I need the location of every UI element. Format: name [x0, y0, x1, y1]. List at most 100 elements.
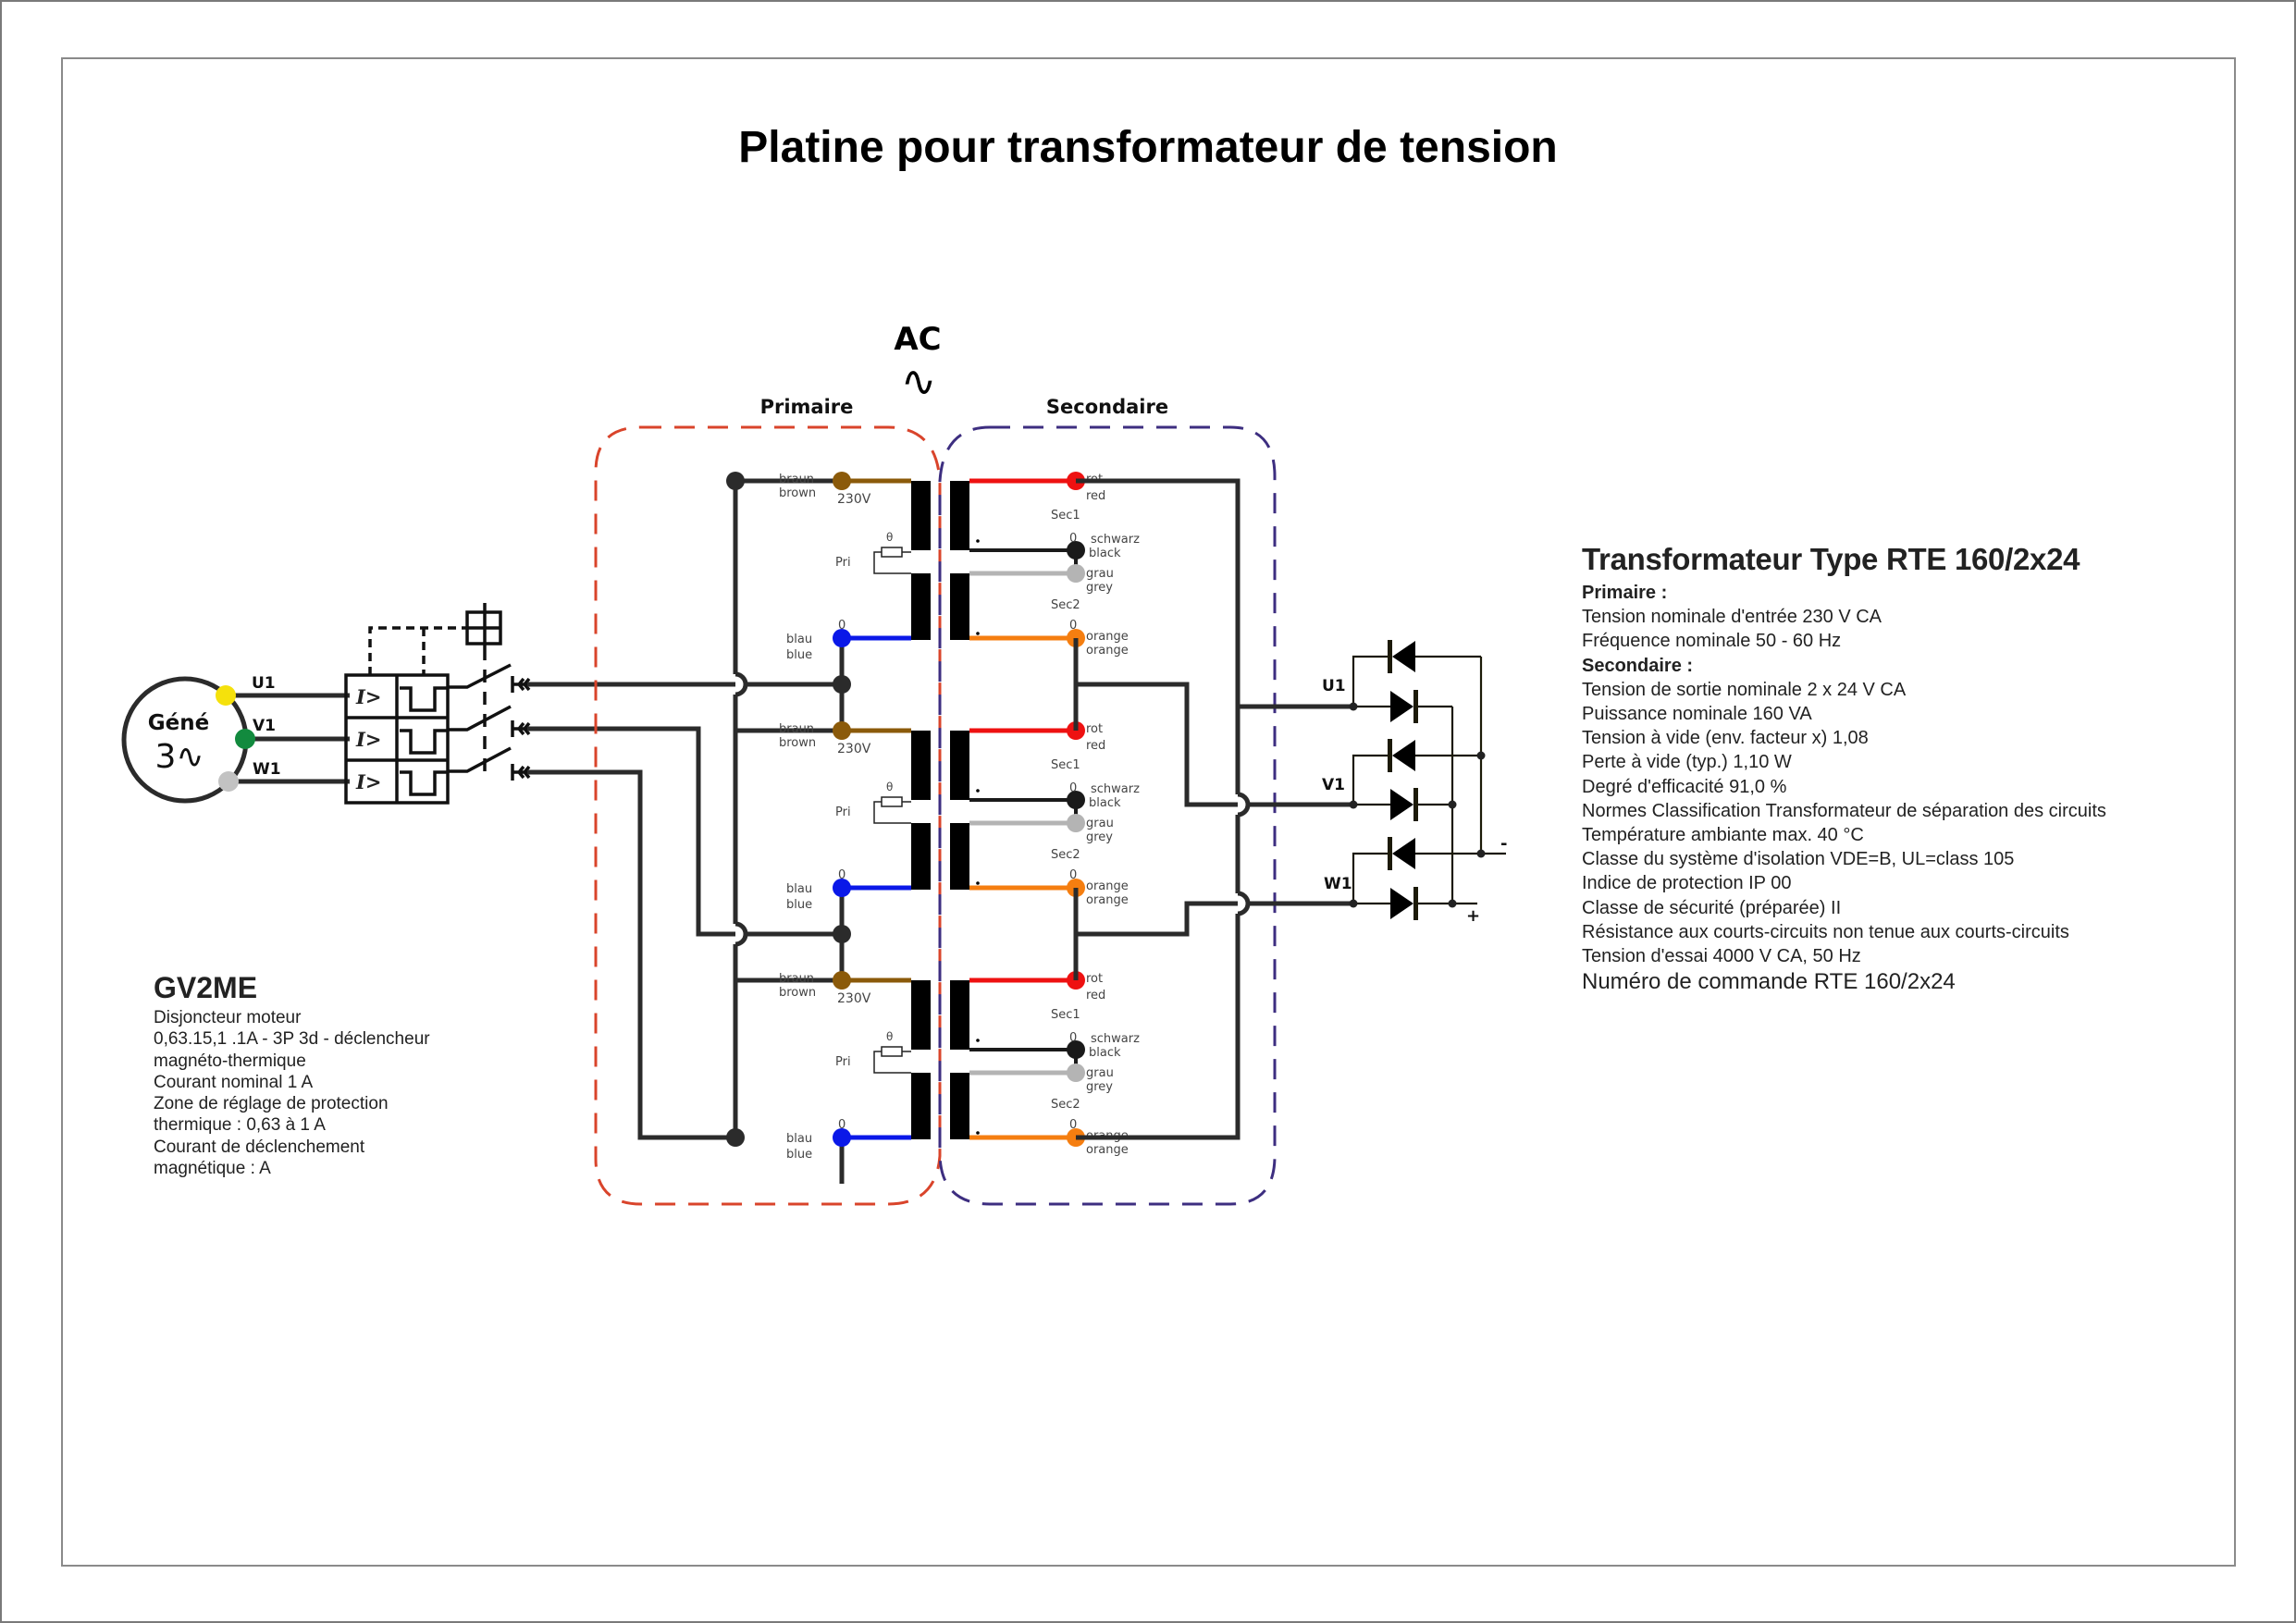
fuse-symbol: θ — [886, 781, 893, 793]
thermal-element — [400, 729, 448, 755]
secondary-spec-line: Classe de sécurité (préparée) II — [1582, 897, 1842, 918]
diode-bar — [1388, 739, 1392, 772]
secondary-spec-line: Degré d'efficacité 91,0 % — [1582, 776, 1787, 797]
drawing-frame — [61, 57, 2236, 1567]
diode-icon — [1390, 888, 1413, 919]
terminal-u1-dot — [216, 685, 236, 706]
secondary-coil — [950, 1073, 969, 1139]
rectifier-node — [1448, 899, 1457, 908]
zero-label: 0 — [1069, 619, 1077, 633]
grey-label-de: grau — [1086, 567, 1114, 581]
red-label-en: red — [1086, 989, 1105, 1002]
switch-contact — [448, 663, 512, 689]
rectifier-node — [1349, 800, 1358, 809]
brown-label-en: brown — [779, 486, 816, 500]
page-title: Platine pour transformateur de tension — [738, 123, 1558, 172]
generator-phase-symbol: 3∿ — [154, 738, 204, 776]
zero-label: 0 — [1069, 1031, 1077, 1045]
breaker-spec-line: Disjoncteur moteur — [154, 1008, 302, 1027]
primary-heading: Primaire : — [1582, 583, 1668, 603]
grey-label-en: grey — [1086, 581, 1113, 595]
primary-label: Primaire — [760, 396, 854, 418]
thermal-element — [400, 770, 448, 796]
junction-dot — [726, 1128, 745, 1147]
breaker-spec-line: magnétique : A — [154, 1159, 271, 1179]
zero-label: 0 — [838, 619, 846, 633]
secondary-spec-line: Tension à vide (env. facteur x) 1,08 — [1582, 728, 1869, 749]
diode-icon — [1390, 691, 1413, 722]
transformer-specifications: Transformateur Type RTE 160/2x24 Primair… — [1582, 542, 2106, 996]
thermal-fuse-icon — [881, 1046, 903, 1057]
blue-label-en: blue — [786, 648, 812, 662]
sec1-label: Sec1 — [1051, 509, 1080, 523]
brown-terminal — [833, 472, 851, 490]
feed-wire-v — [527, 726, 842, 937]
secondary-spec-line: Tension d'essai 4000 V CA, 50 Hz — [1582, 946, 1861, 967]
primary-coil — [911, 731, 931, 800]
diode-icon — [1392, 641, 1415, 672]
grey-label-en: grey — [1086, 830, 1113, 844]
secondary-wiring — [1073, 478, 1353, 1140]
orange-label-de: orange — [1086, 630, 1129, 644]
feed-wires — [527, 481, 842, 1140]
rectifier-node — [1349, 702, 1358, 711]
fuse-symbol: θ — [886, 531, 893, 544]
sec2-label: Sec2 — [1051, 1098, 1080, 1112]
terminal-v1-dot — [235, 729, 255, 749]
blue-terminal — [833, 879, 851, 897]
zero-label: 0 — [838, 1118, 846, 1132]
secondary-spec-line: Tension de sortie nominale 2 x 24 V CA — [1582, 679, 1907, 700]
polarity-dot — [976, 881, 980, 885]
terminal-w1-dot — [218, 771, 239, 792]
generator: Géné 3∿ U1 V1 W1 — [121, 674, 350, 804]
rectifier-node — [1476, 751, 1486, 760]
switch-contact — [448, 746, 512, 773]
secondary-coil — [950, 823, 969, 890]
breaker-spec-line: Courant nominal 1 A — [154, 1072, 314, 1092]
orange-label-de: orange — [1086, 879, 1129, 893]
secondary-coil — [950, 573, 969, 640]
secondary-spec-lines: Tension de sortie nominale 2 x 24 V CA Pu… — [1582, 678, 2106, 968]
diode-bar — [1413, 788, 1418, 821]
thermal-fuse-icon — [881, 547, 903, 558]
secondary-spec-line: Puissance nominale 160 VA — [1582, 704, 1812, 725]
grey-terminal — [1067, 814, 1085, 832]
red-label-de: rot — [1086, 972, 1103, 986]
rectifier-label-w1: W1 — [1324, 875, 1352, 893]
black-terminal — [1067, 791, 1085, 809]
order-number: Numéro de commande RTE 160/2x24 — [1582, 969, 1956, 995]
secondary-spec-line: Température ambiante max. 40 °C — [1582, 825, 1864, 846]
voltage-label: 230V — [837, 492, 871, 507]
red-label-de: rot — [1086, 722, 1103, 736]
grey-label-de: grau — [1086, 1066, 1114, 1080]
diode-icon — [1392, 838, 1415, 869]
primary-spec-line: Fréquence nominale 50 - 60 Hz — [1582, 631, 1842, 652]
blue-label-de: blau — [786, 1132, 812, 1146]
primary-box — [594, 425, 942, 1206]
secondary-coil — [950, 980, 969, 1050]
secondary-link-2 — [1073, 888, 1238, 980]
label-u1: U1 — [252, 674, 276, 693]
blue-label-de: blau — [786, 882, 812, 896]
terminal-symbol — [511, 720, 531, 737]
brown-label-de: braun — [779, 972, 814, 986]
wire-hop — [1237, 792, 1251, 818]
breaker-symbol: I> — [355, 728, 381, 751]
terminal-symbol — [511, 764, 531, 781]
label-w1: W1 — [253, 760, 281, 779]
dc-plus-label: + — [1466, 906, 1480, 926]
blue-label-en: blue — [786, 1148, 812, 1162]
orange-label-en: orange — [1086, 1143, 1129, 1157]
feed-wire-w — [527, 769, 735, 1140]
rectifier-branch — [1352, 754, 1392, 805]
secondary-box — [938, 425, 1277, 1206]
rectifier-label-u1: U1 — [1322, 677, 1346, 695]
secondary-spec-line: Classe du système d'isolation VDE=B, UL=… — [1582, 849, 2015, 870]
sec2-label: Sec2 — [1051, 848, 1080, 862]
voltage-label: 230V — [837, 991, 871, 1006]
secondary-link-1 — [1073, 638, 1238, 807]
